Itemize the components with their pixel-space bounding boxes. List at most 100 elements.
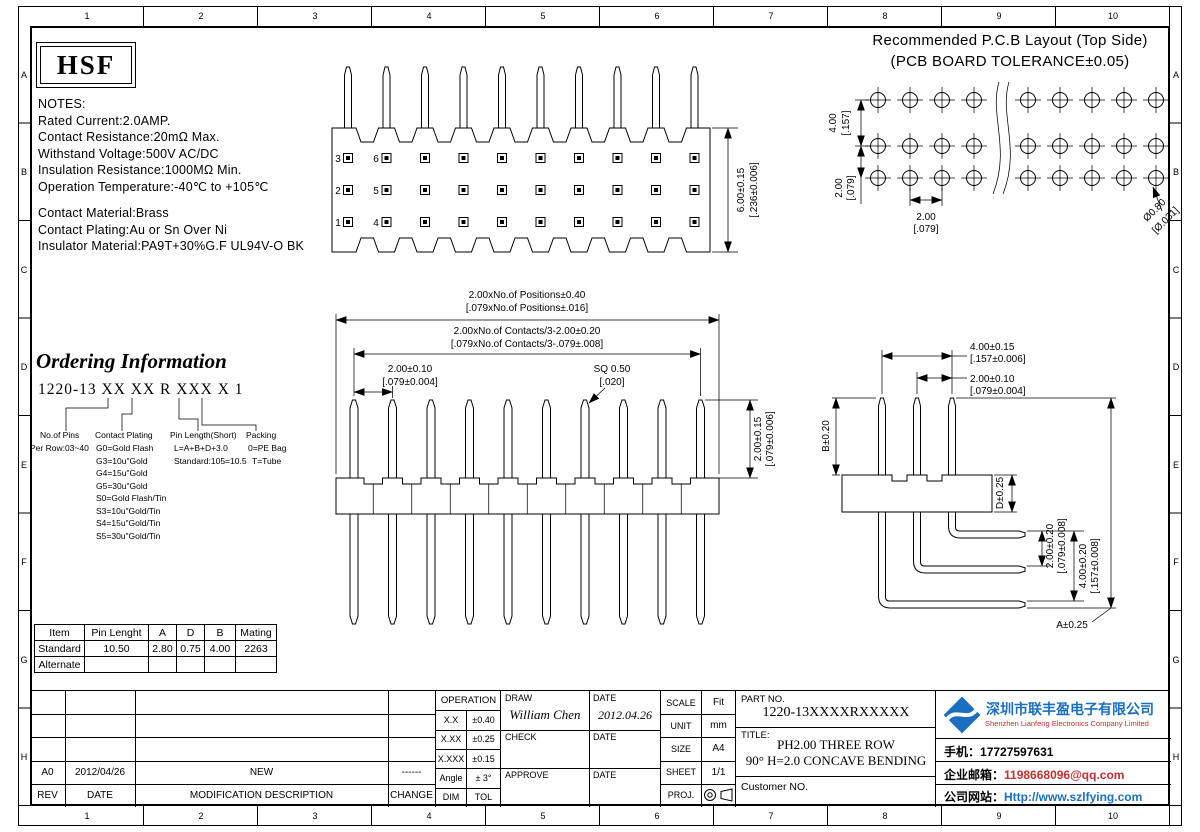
hsf-logo-text: HSF [40, 46, 132, 84]
pcb-holes [865, 81, 1169, 195]
pin-number-5: 5 [373, 186, 379, 197]
plating-option: S4=15u"Gold/Tin [96, 518, 161, 528]
ruler-number: 1 [84, 11, 90, 21]
meta-block: SCALE Fit UNIT mm SIZE A4 SHEET 1/1 PROJ… [660, 691, 736, 807]
divider-line [936, 738, 1171, 739]
divider-line [501, 729, 661, 731]
notes-title: NOTES: [38, 97, 86, 111]
dimension-spec-table: Item Pin Lenght A D B Mating Standard 10… [34, 624, 277, 673]
side-view-drawing: 4.00±0.15 [.157±0.006] 2.00±0.10 [.079±0… [821, 342, 1116, 631]
company-name-en: Shenzhen Lianfeng Electronics Company Li… [985, 719, 1149, 728]
length-note: L=A+B+D+3.0 [174, 443, 228, 453]
ordering-col-plating: Contact Plating [95, 430, 153, 440]
ruler-number: 10 [1107, 811, 1118, 821]
front-view-dimension-lines [335, 314, 758, 479]
part-number: 1220-13XXXXRXXXXX [762, 705, 910, 720]
ruler-letter: B [20, 167, 27, 178]
modification-header: MODIFICATION DESCRIPTION [189, 789, 334, 801]
dim-pin-square: SQ 0.50 [594, 364, 631, 375]
note-line: Contact Material:Brass [38, 206, 169, 220]
ruler-letter: E [20, 459, 27, 470]
divider-line [30, 783, 435, 785]
divider-line [65, 691, 66, 807]
notes-block: NOTES: Rated Current:2.0AMP. Contact Res… [38, 96, 304, 255]
rev-header: REV [37, 789, 58, 801]
dim-pcb-row-pitch2-inch: [.079] [846, 175, 857, 200]
ruler-letter: B [1172, 167, 1179, 178]
pcb-dimension-lines [855, 99, 1163, 212]
ruler-letter: A [20, 69, 27, 80]
hsf-logo-box: HSF [36, 42, 136, 88]
ruler-number: 4 [426, 811, 432, 821]
ruler-number: 5 [540, 11, 546, 21]
top-view-dimension-lines [712, 127, 738, 253]
divider-line [30, 737, 435, 739]
dim-A: A±0.25 [1056, 620, 1088, 631]
table-header-row: Item Pin Lenght A D B Mating [34, 624, 277, 641]
dim-row-span: 4.00±0.15 [970, 342, 1015, 353]
title-label: TITLE: [741, 730, 770, 741]
dim-positions-inch: [.079xNo.of Positions±.016] [466, 303, 588, 314]
sheet-inner-border [30, 26, 1170, 806]
pcb-layout-title: Recommended P.C.B Layout (Top Side) [872, 32, 1148, 49]
divider-line [135, 691, 136, 807]
plating-option: G4=15u"Gold [96, 468, 148, 478]
tolerance-title: OPERATION [440, 695, 497, 707]
check-date-label: DATE [593, 731, 617, 742]
ordering-title: Ordering Information [36, 349, 227, 373]
company-website: 公司网站：Http://www.szlfying.com [944, 790, 1143, 804]
unit-value: mm [710, 720, 727, 732]
ruler-letter: C [1172, 264, 1180, 275]
divider-line [936, 761, 1171, 762]
divider-line [661, 783, 736, 785]
dim-row-pitch: 2.00±0.10 [970, 374, 1015, 385]
company-block: 深圳市联丰盈电子有限公司 Shenzhen Lianfeng Electroni… [935, 691, 1171, 807]
front-view-geometry [335, 399, 720, 625]
pin-number-6: 6 [373, 154, 379, 165]
change-header: CHANGE [390, 789, 433, 801]
top-view-geometry [331, 66, 711, 253]
third-angle-projection-icon [703, 788, 732, 803]
ruler-number: 8 [882, 811, 888, 821]
packing-option: 0=PE Bag [248, 443, 287, 453]
dim-pin-exposed: 2.00±0.15 [753, 416, 764, 461]
ruler-letter: G [1172, 654, 1180, 665]
dim-row-pitch-inch: [.079±0.004] [970, 386, 1026, 397]
company-name-cn: 深圳市联丰盈电子有限公司 [986, 701, 1154, 717]
ruler-number: 3 [312, 11, 318, 21]
date-header: DATE [87, 789, 113, 801]
packing-option: T=Tube [252, 455, 282, 466]
pcb-layout-tolerance: (PCB BOARD TOLERANCE±0.05) [890, 53, 1130, 70]
dim-row-span-inch: [.157±0.006] [970, 354, 1026, 365]
projection-symbol [701, 784, 736, 807]
ruler-letter: D [1172, 362, 1180, 373]
divider-line [436, 749, 501, 750]
ruler-number: 9 [996, 11, 1002, 21]
dim-pcb-row-pitch: 4.00 [828, 113, 839, 133]
ruler-number: 10 [1107, 11, 1118, 21]
note-line: Operation Temperature:-40℃ to +105℃ [38, 179, 269, 194]
ordering-col-length: Pin Length(Short) [170, 430, 237, 440]
ordering-col-packing: Packing [246, 430, 277, 440]
ruler-letter: F [1173, 557, 1179, 568]
ruler-number: 7 [768, 811, 774, 821]
ruler-number: 6 [654, 811, 660, 821]
dim-pitch-inch: [.079±0.004] [382, 377, 438, 388]
ruler-number: 3 [312, 811, 318, 821]
draw-date-label: DATE [593, 693, 617, 703]
divider-line [501, 768, 661, 770]
plating-option: G0=Gold Flash [96, 443, 154, 453]
dim-pcb-row-pitch-inch: [.157] [841, 110, 852, 135]
divider-line [589, 691, 590, 807]
dim-pitch: 2.00±0.10 [388, 364, 433, 375]
ruler-letter: H [20, 752, 28, 763]
divider-line [30, 714, 435, 716]
scale-value: Fit [712, 697, 725, 709]
top-view-drawing: 6.00±0.15 [.236±0.006] 3 6 2 5 1 4 [331, 66, 760, 253]
check-label: CHECK [505, 731, 537, 742]
divider-line [30, 760, 435, 762]
note-line: Rated Current:2.0AMP. [38, 113, 171, 128]
divider-line [661, 760, 736, 762]
ruler-letter: C [20, 264, 28, 275]
ruler-number: 1 [84, 811, 90, 821]
